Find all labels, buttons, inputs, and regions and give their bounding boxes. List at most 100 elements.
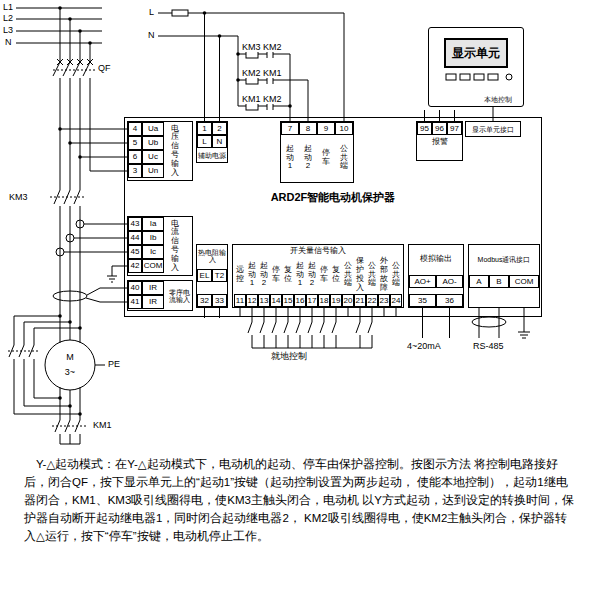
local-switches	[308, 308, 372, 348]
wire-label: QF	[97, 64, 112, 73]
main-wire	[50, 197, 86, 198]
terminal-text: 远控	[236, 266, 244, 284]
terminal-text: Uc	[148, 153, 158, 161]
wire-label: PE	[107, 360, 121, 369]
terminal-text: 41	[131, 298, 140, 306]
delta-contactor	[14, 359, 80, 414]
wire-label: L	[148, 8, 155, 17]
junction-dot	[68, 141, 72, 145]
terminal-text: IR	[149, 284, 157, 292]
delta-contactor	[14, 316, 80, 345]
terminal-cell: 40	[128, 281, 142, 295]
terminal-cell: 22	[366, 294, 378, 307]
control-wire	[158, 13, 238, 121]
junction-dot	[88, 41, 92, 45]
control-wire	[238, 76, 308, 121]
terminal-text: 起动1	[286, 145, 294, 171]
terminal-cell: 20	[342, 294, 354, 307]
node-title: 显示单元	[452, 47, 500, 59]
current-transformer	[53, 220, 127, 302]
terminal-text: 33	[215, 297, 224, 305]
terminal-text: 9	[324, 125, 328, 133]
junction-dot	[78, 29, 82, 33]
terminal-cell: 97	[447, 122, 462, 135]
terminal-cell: 12	[246, 294, 258, 307]
delta-contactor	[8, 351, 40, 352]
terminal-cell: 43	[128, 217, 142, 231]
terminal-text: 43	[131, 220, 140, 228]
terminal-text: 8	[306, 125, 310, 133]
terminal-text: 4	[133, 125, 137, 133]
terminal-cell: 9	[317, 122, 335, 135]
relay-terminals: 78910起动1起动2停车公共端	[280, 121, 354, 183]
voltage-terminals: 4Ua5Ub6Uc3Un电压信号输入	[127, 121, 193, 181]
terminal-cell: 11	[234, 294, 246, 307]
label-cell: 显示单元接口	[466, 122, 520, 136]
terminal-cell: 3	[128, 164, 142, 178]
label-cell: 外部故障	[378, 257, 390, 293]
terminal-text: 模拟输出	[420, 255, 452, 263]
motor-symbol	[95, 365, 105, 366]
label-cell: 复位	[330, 257, 342, 293]
label-cell: 公共端	[366, 257, 378, 293]
terminal-text: 起动1	[248, 262, 256, 288]
motor-symbol	[60, 434, 80, 444]
label-cell: 开关量信号输入	[233, 245, 403, 256]
terminal-text: AO-	[442, 278, 456, 286]
terminal-cell: 6	[128, 150, 142, 164]
display-buttons	[446, 74, 512, 80]
wire-label: 4~20mA	[406, 342, 442, 351]
signal-wire	[479, 308, 530, 338]
terminal-text: 停车	[272, 266, 280, 284]
terminal-text: 复位	[332, 266, 340, 284]
label-cell: 热电阻输入	[197, 246, 227, 266]
motor-symbol	[60, 387, 80, 420]
terminal-text: 24	[392, 297, 401, 305]
breaker-symbol	[53, 70, 95, 71]
terminal-cell: 显示单元	[446, 40, 506, 66]
label-cell: 报警	[417, 136, 462, 148]
terminal-text: 公共端	[340, 145, 348, 171]
terminal-text: 外部故障	[380, 257, 388, 292]
terminal-cell: 2	[212, 122, 227, 135]
terminal-cell: EL	[197, 269, 212, 282]
label-cell: 起动2	[306, 257, 318, 293]
terminal-text: 起动2	[304, 145, 312, 171]
description-text: Y-△起动模式：在Y-△起动模式下，电动机的起动、停车由保护器控制。按图示方法 …	[24, 455, 574, 545]
display-interface: 显示单元接口	[465, 121, 521, 137]
wire-label: M	[65, 353, 75, 362]
control-wire	[172, 10, 188, 16]
current-transformer	[56, 248, 64, 256]
wire-label: N	[4, 38, 13, 47]
label-cell: Modbus通讯接口	[469, 253, 539, 265]
terminal-cell: Ia	[142, 217, 164, 231]
node-title: ARD2F智能电动机保护器	[271, 192, 396, 203]
alarm-terminals: 959697报警	[416, 121, 463, 161]
terminal-text: 36	[445, 297, 454, 305]
power-terminals: 12LN辅助电源	[196, 121, 228, 163]
node-title: 本地控制	[484, 96, 512, 103]
terminal-text: 公共端	[368, 262, 376, 288]
wire-label: N	[147, 31, 156, 40]
terminal-text: B	[496, 278, 501, 286]
terminal-text: 13	[260, 297, 269, 305]
junction-dot	[58, 6, 292, 416]
terminal-text: 42	[131, 262, 140, 270]
wire-label: L3	[2, 26, 14, 35]
current-transformer	[76, 220, 84, 228]
terminal-text: 电压信号输入	[171, 125, 179, 178]
label-cell: 辅助电源	[197, 149, 227, 161]
terminal-text: Ub	[148, 139, 158, 147]
terminal-cell: 32	[197, 294, 212, 307]
local-switches	[248, 308, 300, 348]
current-transformer	[66, 234, 74, 242]
label-cell: 起动1	[281, 135, 299, 181]
current-transformer	[53, 291, 87, 301]
terminal-cell: T2	[212, 269, 227, 282]
terminal-text: 起动1	[296, 262, 304, 288]
terminal-cell: IR	[142, 295, 164, 309]
terminal-cell: AO-	[436, 275, 463, 288]
terminal-text: 35	[418, 297, 427, 305]
terminal-text: 公共端	[392, 262, 400, 288]
terminal-cell: COM	[142, 259, 164, 273]
